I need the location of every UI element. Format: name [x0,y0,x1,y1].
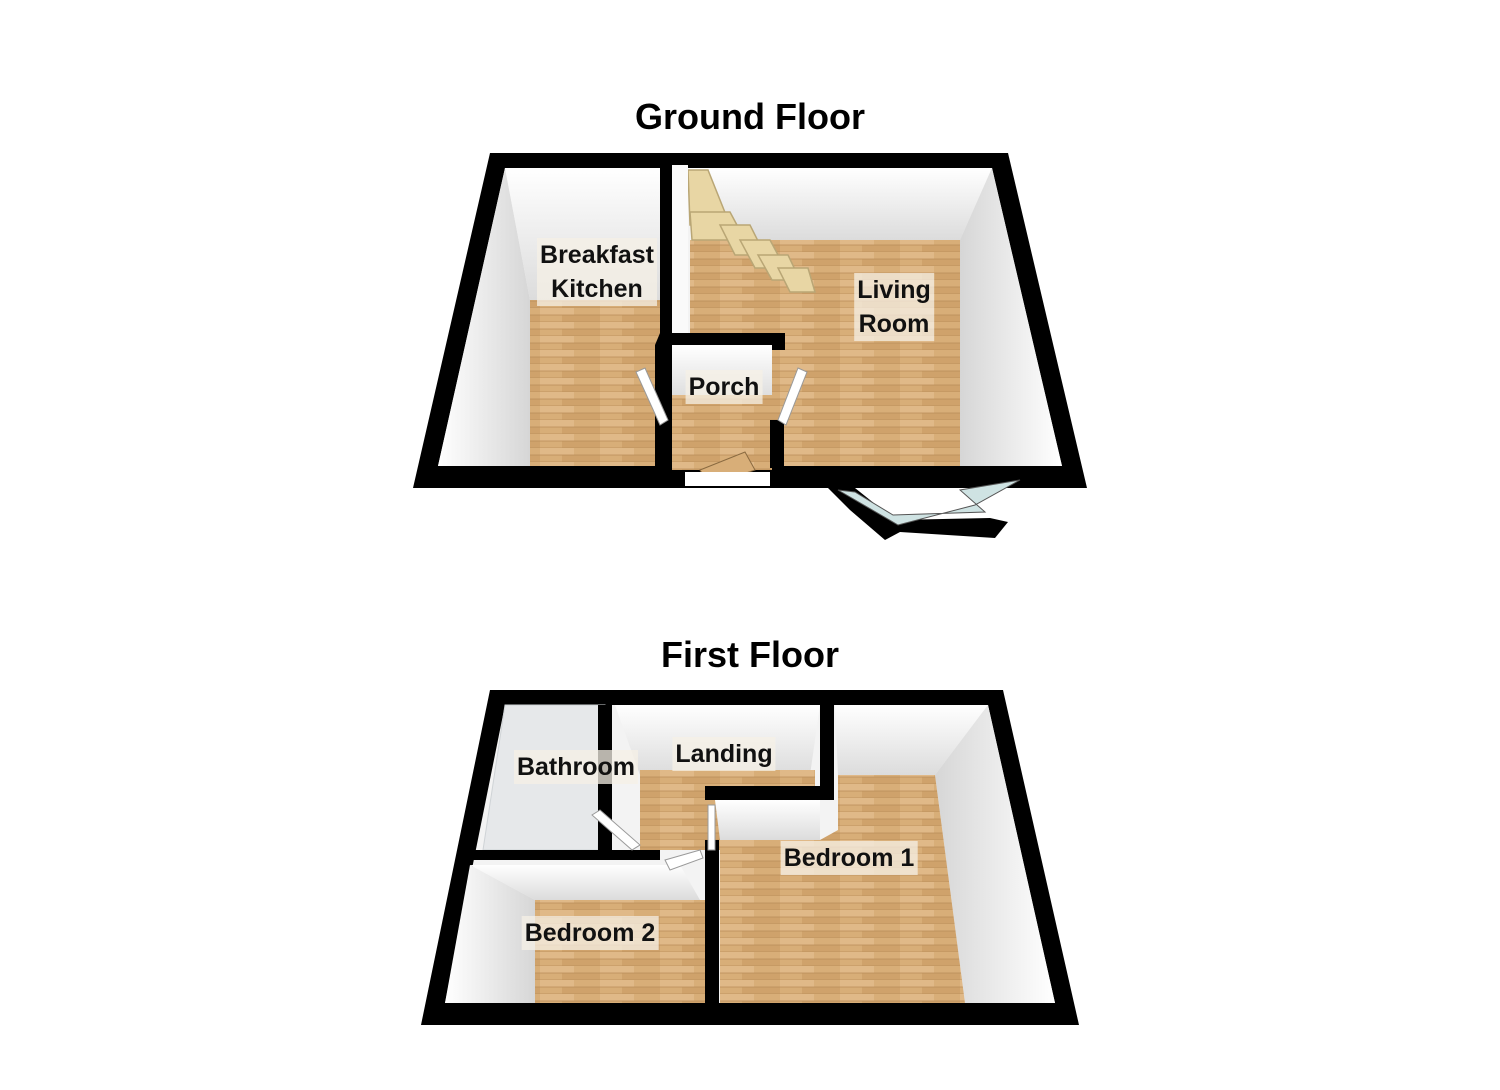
porch-right-wall [770,420,784,468]
living-right-wall [960,168,1062,466]
room-label-bedroom-2: Bedroom 2 [521,916,659,950]
stair-side-wall [672,165,688,335]
bedroom1-right-wall [935,705,1055,1003]
kitchen-floor [530,300,660,466]
bedroom1-floor [720,775,965,1003]
bedroom2-back-wall [470,865,700,900]
landing-bedroom1-partition [820,700,834,800]
living-door [777,367,808,426]
room-label-porch: Porch [685,370,763,404]
room-label-line: Kitchen [551,275,643,303]
room-label-bathroom: Bathroom [513,750,639,784]
kitchen-left-wall [438,168,530,466]
porch-floor [672,395,772,470]
bedroom1-back-wall [835,705,988,775]
bedroom-divider-wall [705,840,719,1005]
kitchen-living-partition [660,160,672,340]
room-label-living-room: Living Room [854,273,934,341]
bay-window-glass [837,479,1021,526]
room-label-line: Room [858,310,930,338]
ground-floor-plan [413,153,1087,540]
room-label-line: Breakfast [540,241,654,269]
bay-window [828,488,1008,540]
ground-floor-title: Ground Floor [635,96,865,137]
bedroom1-door [707,804,716,851]
front-door-opening [685,472,770,486]
room-label-landing: Landing [672,737,776,771]
bedroom2-door [664,849,704,871]
room-label-breakfast-kitchen: Breakfast Kitchen [537,238,657,306]
living-back-wall [688,168,992,240]
bedroom1-inner-wall [715,800,820,840]
staircase [687,169,816,293]
room-label-bedroom-1: Bedroom 1 [780,841,918,875]
landing-bedroom1-lower-wall [705,786,830,800]
kitchen-door [635,367,669,426]
room-label-line: Living [857,276,931,304]
bathroom-door [591,809,641,851]
bathroom-bedroom2-partition [470,850,660,860]
first-floor-title: First Floor [661,634,839,675]
bedroom2-left-wall [445,865,535,1003]
